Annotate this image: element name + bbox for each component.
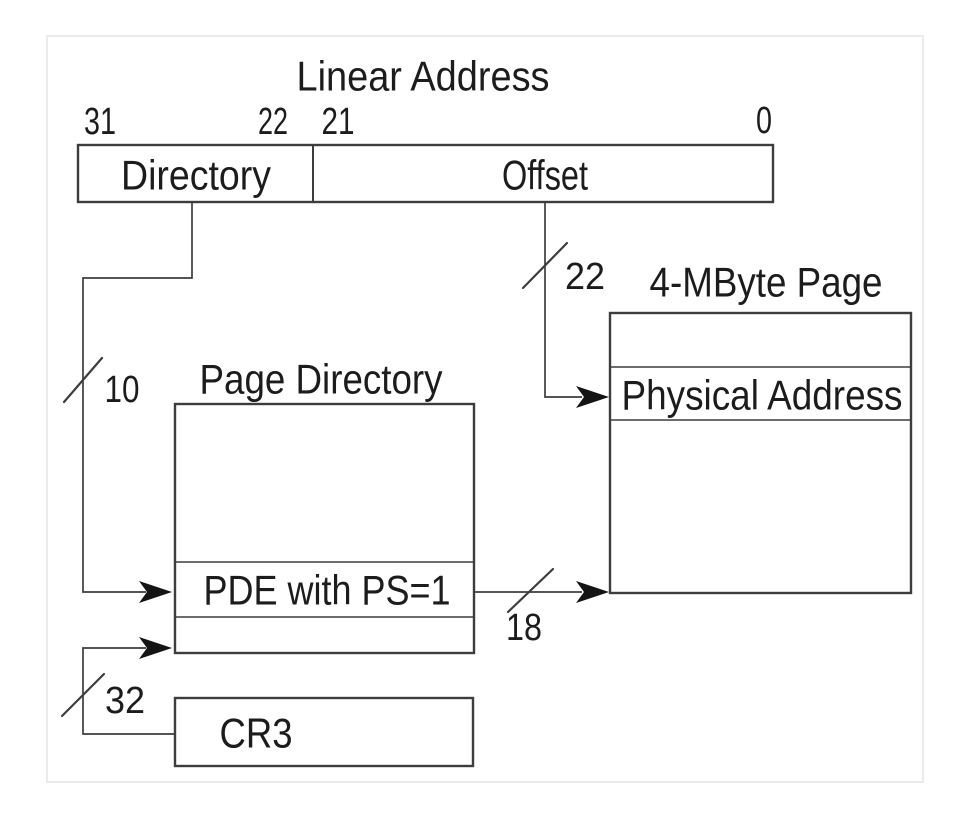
figure-frame [46,35,924,783]
offset-width-label: 22 [565,256,605,298]
offset-field-label: Offset [502,152,588,199]
page-title: 4-MByte Page [650,259,883,306]
cr3-label: CR3 [220,710,293,757]
pde-to-page-arrowhead [576,581,609,603]
pde-width-label: 18 [506,607,542,649]
cr3-width-slash [60,672,106,718]
four-mbyte-page: 4-MByte Page Physical Address [608,259,913,595]
cr3-wire-group: 32 [60,637,175,735]
offset-width-slash [521,241,569,290]
pde-entry-label: PDE with PS=1 [204,567,451,614]
linear-address-bar: 31 22 21 0 Directory Offset [76,100,775,204]
physical-address-label: Physical Address [622,372,903,419]
directory-index-wire [82,202,193,593]
page-directory-box [173,402,476,655]
cr3-to-directory-arrowhead [139,637,172,659]
page-directory-title: Page Directory [200,356,443,403]
bit-label-0: 0 [756,100,772,142]
cr3-wire [82,647,175,735]
offset-wire-group: 22 [521,202,609,408]
offset-wire [544,202,582,398]
bit-label-22: 22 [258,101,288,143]
page-box [608,311,913,595]
directory-field-label: Directory [121,152,271,199]
offset-to-page-arrowhead [576,386,609,408]
directory-width-slash [62,356,104,404]
page-directory: Page Directory PDE with PS=1 [173,356,476,655]
directory-index-wire-group: 10 [62,202,193,603]
address-bar-box [76,143,775,204]
directory-width-label: 10 [105,369,140,411]
pde-frame-wire-group: 18 [474,567,609,649]
bit-label-31: 31 [84,101,116,143]
cr3-width-label: 32 [105,680,145,722]
cr3-box [173,696,475,768]
cr3-register: CR3 [173,696,475,768]
diagram-title: Linear Address [297,53,550,100]
pde-width-slash [506,567,555,614]
bit-label-21: 21 [322,101,355,143]
directory-to-pde-arrowhead [139,581,172,603]
